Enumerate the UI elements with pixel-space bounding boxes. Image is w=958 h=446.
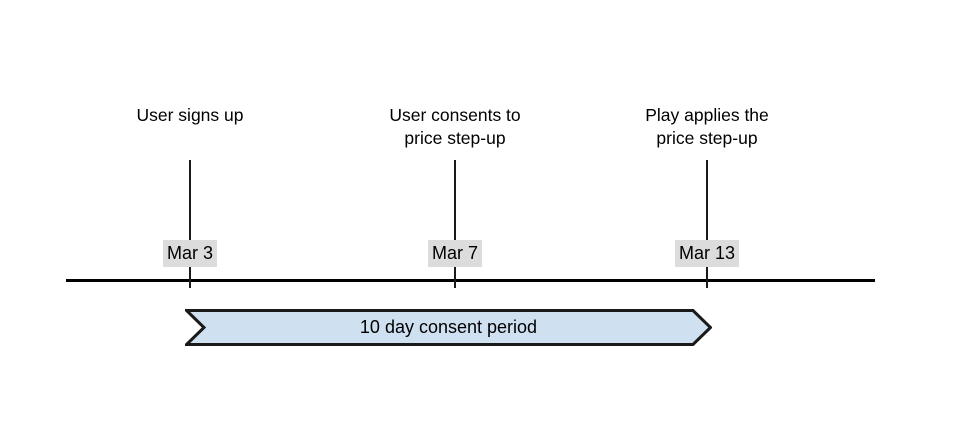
milestone-tick	[706, 160, 708, 288]
milestone-tick	[454, 160, 456, 288]
consent-period-banner: 10 day consent period	[185, 309, 712, 346]
milestone-label: User signs up	[136, 105, 244, 125]
chevron-banner-shape	[185, 309, 712, 346]
milestone-label: Play applies the price step-up	[645, 105, 769, 148]
milestone-date-badge: Mar 7	[427, 240, 483, 267]
milestone-tick	[189, 160, 191, 288]
milestone-label: User consents to price step-up	[389, 105, 521, 148]
milestone-date-badge: Mar 13	[674, 240, 740, 267]
timeline-axis	[66, 279, 875, 282]
milestone-date-badge: Mar 3	[162, 240, 218, 267]
